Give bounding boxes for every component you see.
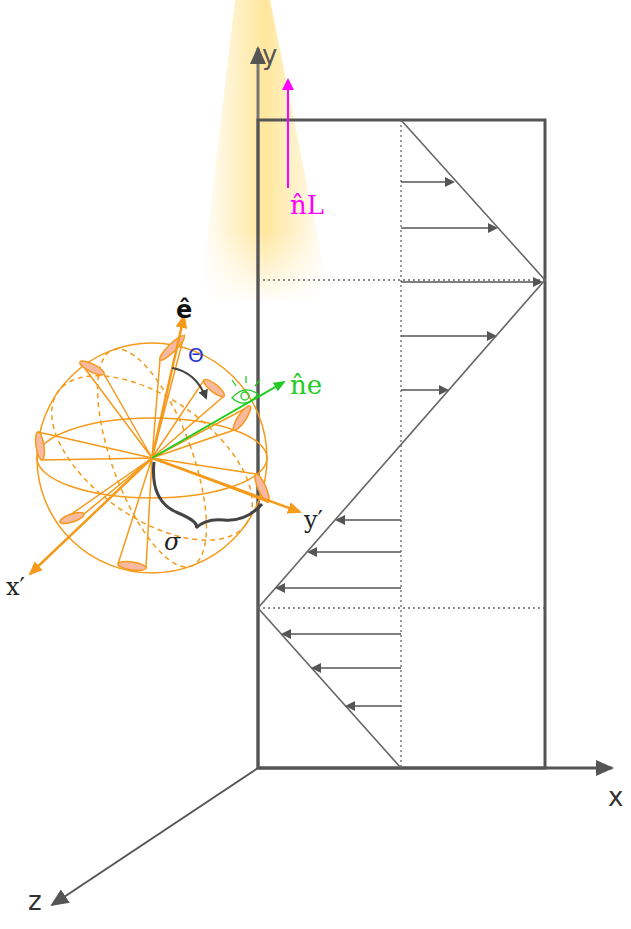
angle-label: Θ	[188, 345, 204, 365]
axis-label: z	[28, 888, 42, 914]
vector-label: n̂e	[290, 372, 322, 398]
detector-cone	[60, 458, 152, 522]
cone-aperture	[78, 358, 106, 377]
detector-cone	[80, 362, 152, 458]
cone-aperture	[34, 431, 46, 460]
cone-aperture	[231, 404, 254, 432]
cone-aperture	[59, 510, 86, 526]
axis-label: y′	[304, 508, 323, 532]
angle-label: σ	[164, 530, 180, 554]
axis-label: y	[262, 42, 277, 68]
cone-aperture	[157, 333, 187, 363]
vector-label: n̂L	[290, 192, 324, 218]
axis-label: x	[608, 784, 623, 810]
axis-label: x′	[6, 575, 25, 599]
vector-label: ê	[176, 298, 192, 322]
cone-aperture	[117, 560, 146, 572]
